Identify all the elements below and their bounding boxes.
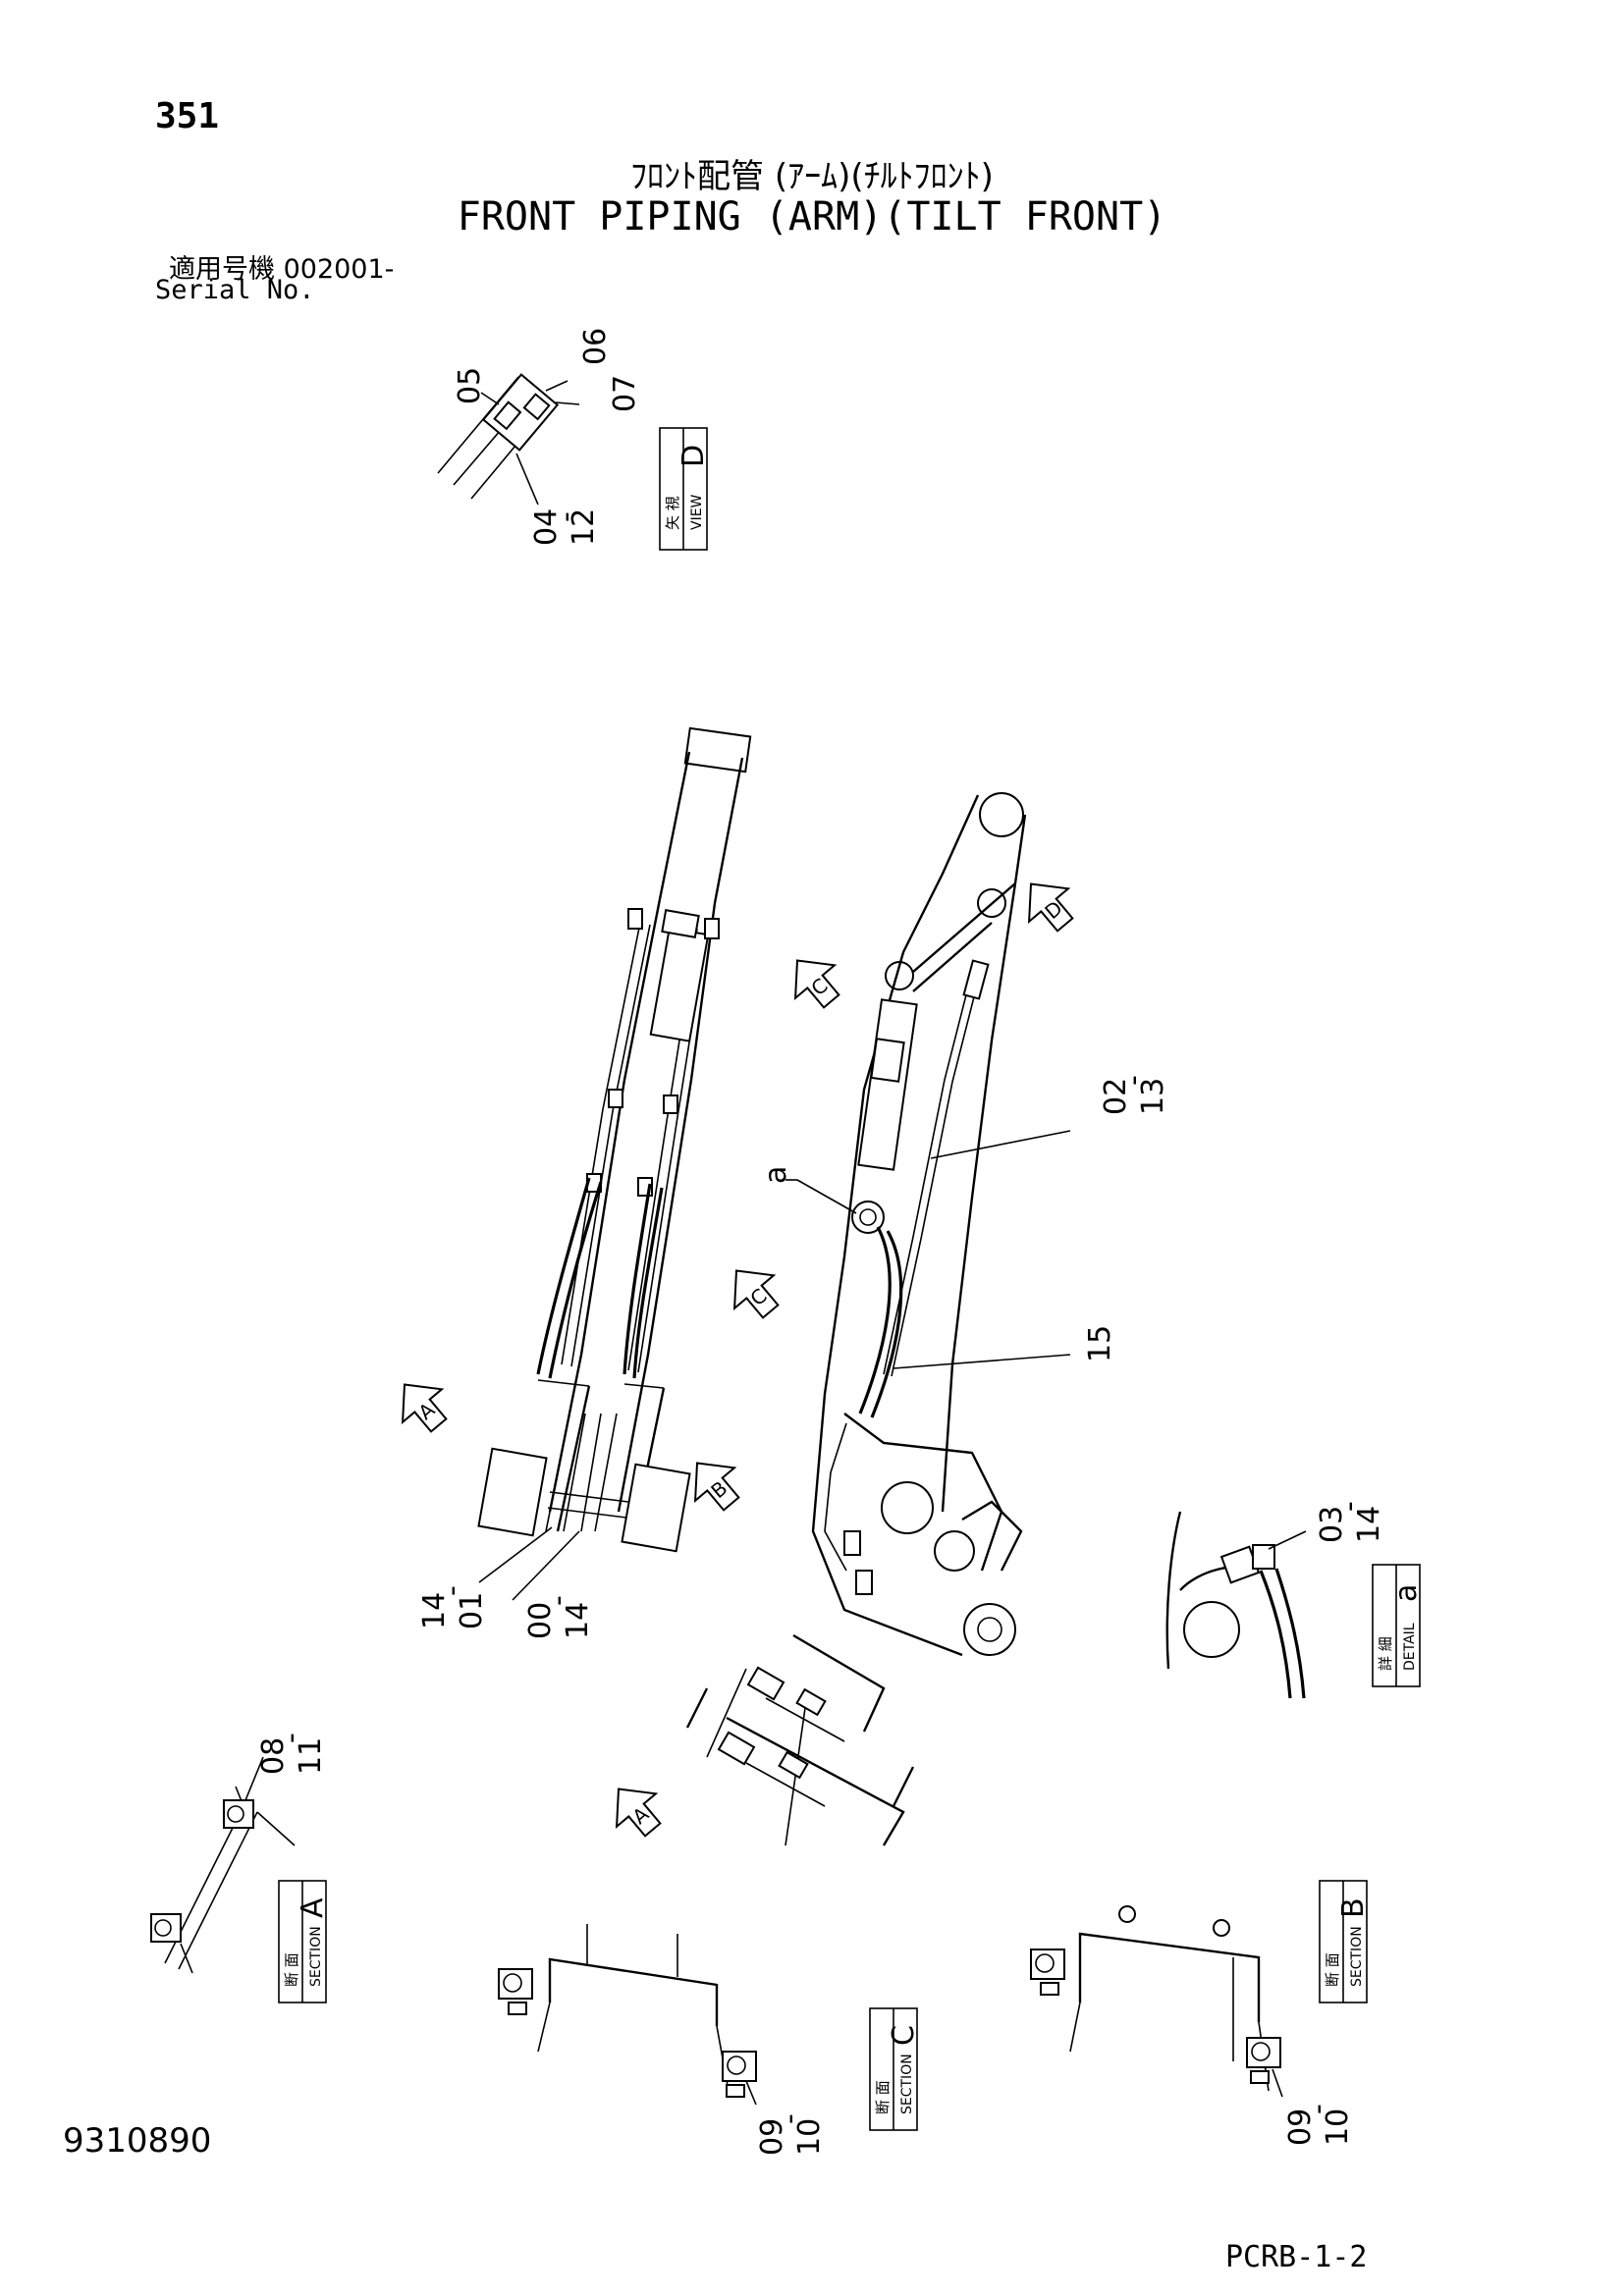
document-number: 9310890 xyxy=(63,2121,212,2161)
view-d-en: VIEW xyxy=(689,494,705,530)
callout-14-left: 14 xyxy=(417,1592,452,1629)
page-reference: PCRB-1-2 xyxy=(1225,2240,1368,2274)
detail-a-label-box: 詳 細 DETAIL a xyxy=(1372,1564,1424,1687)
svg-text:SECTION: SECTION xyxy=(308,1926,324,1987)
callout-14-detail: 14 xyxy=(1352,1506,1386,1543)
callout-dash-02: - xyxy=(1116,1075,1151,1086)
callout-a: a xyxy=(759,1166,793,1184)
svg-text:SECTION: SECTION xyxy=(899,2054,915,2114)
callout-11: 11 xyxy=(294,1737,328,1775)
callout-01-left: 01 xyxy=(455,1592,489,1629)
svg-text:C: C xyxy=(887,2025,921,2046)
callout-dash-03: - xyxy=(1332,1501,1367,1512)
callout-04: 04 xyxy=(529,508,564,546)
callout-05: 05 xyxy=(453,367,487,404)
callout-09-b: 09 xyxy=(1283,2109,1318,2146)
view-d-letter: D xyxy=(677,445,711,467)
serial-label-japanese: 適用号機 002001- xyxy=(169,254,395,285)
callout-dash: - xyxy=(549,511,583,522)
callout-07: 07 xyxy=(608,375,642,412)
callout-02: 02 xyxy=(1099,1078,1133,1115)
callout-14b-left: 14 xyxy=(561,1602,595,1639)
page-number: 351 xyxy=(155,96,220,136)
svg-text:断 面: 断 面 xyxy=(1324,1952,1341,1987)
callout-12: 12 xyxy=(567,508,601,546)
callout-00-left: 00 xyxy=(523,1602,558,1639)
arrow-marker-a-bottom: A xyxy=(615,1788,662,1838)
callout-09-c: 09 xyxy=(755,2118,789,2156)
section-a-label-box: 断 面 SECTION A xyxy=(278,1880,330,2003)
arrow-marker-a-left: A xyxy=(401,1383,448,1433)
callout-10-b: 10 xyxy=(1321,2109,1355,2146)
serial-label-english: Serial No. xyxy=(155,275,315,305)
section-a-view: 断 面 SECTION A xyxy=(150,1756,330,2003)
callout-06: 06 xyxy=(578,328,613,365)
svg-text:詳 細: 詳 細 xyxy=(1377,1636,1394,1671)
svg-text:A: A xyxy=(296,1897,330,1918)
arm-left-assembly xyxy=(477,726,752,1601)
view-d-label-box: 矢 視 VIEW D xyxy=(659,427,711,551)
view-d-jp: 矢 視 xyxy=(664,496,681,530)
title-english: FRONT PIPING (ARM)(TILT FRONT) xyxy=(457,194,1167,240)
callout-03: 03 xyxy=(1315,1506,1349,1543)
arrow-marker-d: D xyxy=(1027,882,1074,933)
callout-08: 08 xyxy=(256,1737,291,1775)
callout-15: 15 xyxy=(1083,1325,1117,1362)
section-b-label-box: 断 面 SECTION B xyxy=(1319,1880,1371,2003)
section-b-view: 断 面 SECTION B xyxy=(1030,1880,1371,2098)
detail-a-view: 詳 細 DETAIL a xyxy=(1165,1511,1424,1699)
callout-dash-08: - xyxy=(274,1733,308,1743)
arrow-marker-c-top: C xyxy=(793,959,840,1009)
callout-10-c: 10 xyxy=(792,2118,827,2156)
section-c-label-box: 断 面 SECTION C xyxy=(869,2007,921,2131)
section-c-view: 断 面 SECTION C xyxy=(498,1924,921,2131)
view-d-detail: 矢 視 VIEW D 05 06 07 04 - 12 xyxy=(437,328,711,551)
callout-dash-09c: - xyxy=(773,2113,807,2124)
svg-text:断 面: 断 面 xyxy=(283,1952,300,1987)
callout-13: 13 xyxy=(1136,1078,1170,1115)
svg-text:SECTION: SECTION xyxy=(1349,1926,1365,1987)
tilt-bracket-view xyxy=(685,1633,915,1846)
svg-text:断 面: 断 面 xyxy=(874,2080,892,2114)
callout-dash-09b: - xyxy=(1301,2104,1335,2114)
svg-text:DETAIL: DETAIL xyxy=(1402,1623,1418,1671)
title-japanese: ﾌﾛﾝﾄ配管 (ｱｰﾑ)(ﾁﾙﾄﾌﾛﾝﾄ) xyxy=(630,157,994,196)
arrow-marker-c-mid: C xyxy=(732,1269,780,1319)
callout-dash-left: - xyxy=(435,1585,469,1596)
callout-dash-left2: - xyxy=(541,1595,575,1606)
svg-text:B: B xyxy=(1336,1897,1371,1918)
boom-right-assembly xyxy=(785,792,1071,1657)
svg-text:a: a xyxy=(1389,1584,1424,1602)
